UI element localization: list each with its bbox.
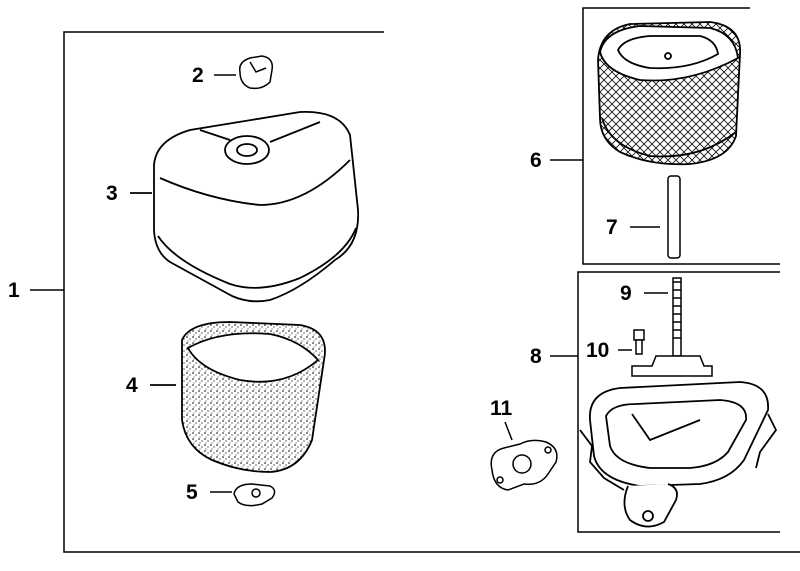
screw-part <box>618 329 645 355</box>
base-part <box>579 381 778 528</box>
bracket-6 <box>550 7 780 265</box>
seal-nut-part <box>210 483 276 507</box>
callout-11: 11 <box>490 397 513 420</box>
foam-precleaner-part <box>150 321 326 473</box>
callout-6: 6 <box>530 149 542 172</box>
callout-9: 9 <box>620 282 632 305</box>
gasket-part <box>490 421 558 491</box>
bracket-8 <box>550 271 780 533</box>
callout-2: 2 <box>192 64 204 87</box>
callout-8: 8 <box>530 345 542 368</box>
stud-bolt-part <box>631 277 713 377</box>
wing-nut-part <box>214 55 274 90</box>
callout-1: 1 <box>8 279 20 302</box>
callout-3: 3 <box>106 182 118 205</box>
paper-element-part <box>597 21 741 166</box>
callout-4: 4 <box>126 374 138 397</box>
stud-7-part <box>630 175 681 259</box>
callout-7: 7 <box>606 216 618 239</box>
cover-part <box>130 111 359 303</box>
callout-5: 5 <box>186 481 198 504</box>
bracket-1 <box>30 31 800 553</box>
callout-10: 10 <box>586 339 610 362</box>
